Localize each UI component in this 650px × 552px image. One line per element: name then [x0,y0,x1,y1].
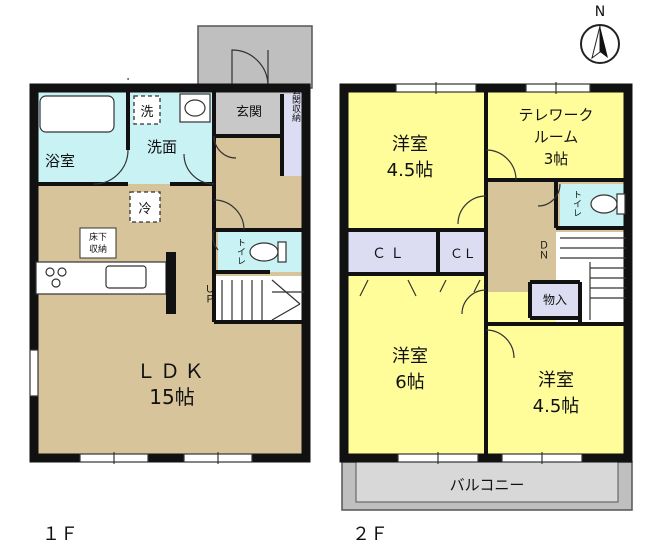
underfloor-storage-label-1: 床下 [89,231,107,243]
closet-b-area [440,232,486,272]
storage-area [532,284,578,316]
telework-size: 3帖 [544,150,569,168]
toilet-2f-icon [590,194,618,214]
entrance-storage-label: 玄関収納 [290,85,301,123]
bathtub-icon [39,95,115,133]
kitchen-wall [166,252,176,314]
toilet-1f-label: トイレ [235,238,246,265]
floor-1-label: １Ｆ [42,524,78,545]
entrance-storage-area [284,94,306,176]
window-1f-west [29,349,39,397]
window-2f-north-b [525,83,591,93]
north-label: N [595,4,605,20]
kitchen-sink-icon [105,265,147,289]
closet-b-label: ＣＬ [450,247,476,262]
ldk-label: ＬＤＫ [136,359,208,383]
closet-a-area [344,232,436,272]
stairs-1f [216,276,306,322]
stairs-down-label: ＤＮ [537,240,548,260]
balcony-label: バルコニー [450,476,525,494]
washing-machine-icon [133,95,161,125]
entrance-door-icon [231,49,269,87]
western-nw-label: 洋室 [392,134,428,155]
entrance-label: 玄関 [236,105,262,120]
toilet-2f-label: トイレ [571,190,582,217]
western-se-size: 4.5帖 [533,396,580,417]
washroom-label: 洗面 [147,138,177,156]
floor-1: 浴室 洗 洗面 玄関 玄関収納 冷 床下 収納 トイレ ＵＰ ＬＤＫ 15帖 １… [29,25,313,545]
washing-machine-label: 洗 [140,105,153,120]
floor-2: バルコニー [339,82,633,545]
stove-icon [45,267,55,277]
closet-a-label: ＣＬ [372,246,408,262]
floor-2-label: ２Ｆ [352,524,388,545]
storage-label: 物入 [543,293,567,307]
north-compass-icon: N [580,4,620,64]
toilet-icon [249,242,279,262]
western-sw-label: 洋室 [392,346,428,367]
underfloor-storage-box [79,227,117,259]
entrance-porch [197,25,313,89]
stairs-up-label: ＵＰ [203,284,214,304]
fridge-icon [129,191,161,223]
western-se-label: 洋室 [538,370,574,391]
ldk-size-label: 15帖 [149,385,194,409]
bath-label: 浴室 [45,152,75,170]
western-sw-size: 6帖 [395,372,424,393]
underfloor-storage-label-2: 収納 [89,243,107,255]
telework-label-1: テレワーク [518,106,593,124]
fridge-label: 冷 [138,202,151,217]
kitchen-counter [35,261,167,295]
telework-label-2: ルーム [534,128,579,146]
outer-wall-1f [29,83,311,463]
western-nw-size: 4.5帖 [387,160,434,181]
